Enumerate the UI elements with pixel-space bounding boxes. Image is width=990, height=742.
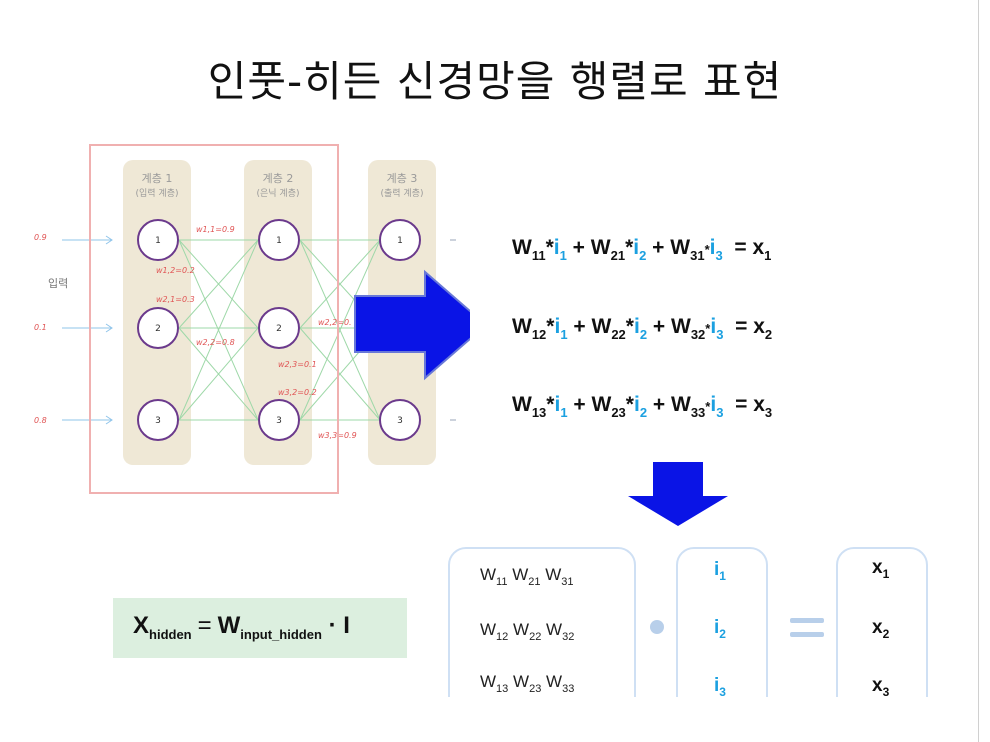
vector-x-3: x3 [872, 675, 890, 697]
vector-i-1: i1 [714, 559, 726, 583]
equation-row-2: W12*i1 + W22*i2 + W32*i3 = x2 [512, 315, 773, 342]
weight-label: w2,1=0.3 [156, 295, 195, 304]
formula-box [113, 598, 407, 658]
layer2-title: 계층 2(은닉 계층) [256, 172, 300, 199]
equation-row-1: W11*i1 + W21*i2 + W31*i3 = x1 [512, 236, 772, 263]
equals-sign-top [790, 618, 824, 623]
weight-label: w3,2=0.2 [278, 388, 317, 397]
input-value-3: 0.8 [34, 416, 47, 425]
matrix-row-3: W13 W23 W33 [480, 672, 575, 695]
node-2-2: 2 [276, 324, 282, 334]
matrix-row-1: W11 W21 W31 [480, 565, 574, 588]
layer3-title: 계층 3(출력 계층) [380, 172, 424, 199]
weight-label: w2,3=0.1 [278, 360, 317, 369]
node-1-3: 3 [155, 416, 161, 426]
node-3-3: 3 [397, 416, 403, 426]
input-value-1: 0.9 [34, 233, 47, 242]
input-vector-bracket [676, 547, 768, 697]
slide-title: 인풋-히든 신경망을 행렬로 표현 [207, 57, 783, 106]
input-value-2: 0.1 [34, 323, 47, 332]
node-2-1: 1 [276, 236, 282, 246]
weight-label: w1,1=0.9 [196, 225, 235, 234]
dot-product-icon [650, 620, 664, 634]
weight-matrix-bracket [448, 547, 636, 697]
weight-label: w2,2=0.8 [196, 338, 235, 347]
node-2-3: 3 [276, 416, 282, 426]
weight-label: w1,2=0.2 [156, 266, 195, 275]
slide-edge [978, 0, 979, 742]
equation-row-3: W13*i1 + W23*i2 + W33*i3 = x3 [512, 393, 773, 420]
equals-sign-bottom [790, 632, 824, 637]
vector-i-2: i2 [714, 617, 726, 641]
vector-x-2: x2 [872, 617, 890, 641]
right-arrow-icon [354, 269, 470, 381]
network-svg: 1 2 3 1 2 3 1 3 0.9 0.1 0.8 입력 w1,1=0.9 … [34, 219, 470, 441]
weight-label: w2,2=0. [318, 318, 352, 327]
down-arrow-icon [628, 462, 728, 526]
node-1-2: 2 [155, 324, 161, 334]
vector-x-1: x1 [872, 557, 890, 581]
matrix-row-2: W12 W22 W32 [480, 620, 575, 643]
node-3-1: 1 [397, 236, 403, 246]
layer1-title: 계층 1(입력 계층) [135, 172, 179, 199]
highlight-box [89, 144, 339, 494]
matrix-formula: Xhidden=Winput_hidden · I [133, 612, 350, 642]
node-1-1: 1 [155, 236, 161, 246]
input-label: 입력 [48, 277, 68, 290]
vector-i-3: i3 [714, 675, 726, 697]
output-vector-bracket [836, 547, 928, 697]
matrix-expression: W11 W21 W31 W12 W22 W32 W13 W23 W33 i1 i… [440, 545, 950, 697]
